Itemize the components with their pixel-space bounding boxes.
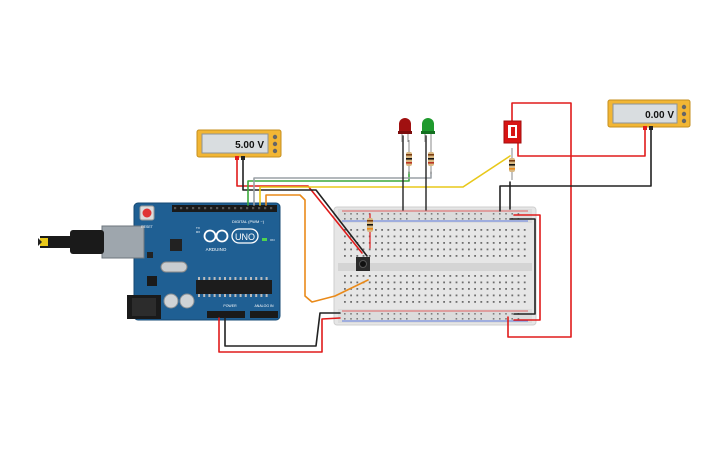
led-red[interactable] [398,118,412,142]
resistor-led-green[interactable] [428,140,434,174]
led-green[interactable] [421,118,435,142]
multimeter-2-reading: 0.00 V [645,110,674,121]
wire-black-gnd[interactable] [224,312,341,347]
wire-green-led[interactable] [247,171,410,206]
brand-text: ARDUINO [206,247,227,252]
power-label: POWER [223,304,237,308]
wire-black-rail[interactable] [509,218,536,315]
wire-red-rail[interactable] [513,214,541,321]
usb-cable-end [40,238,48,246]
resistor-led-red[interactable] [406,140,412,174]
multimeter-1-knob [272,134,278,140]
tx-label: TX [196,226,200,230]
usb-cable-plug [70,230,104,254]
multimeter-1-reading: 5.00 V [235,140,264,151]
digital-label: DIGITAL (PWM ~) [232,219,265,224]
wire-red-meter1[interactable] [236,156,363,254]
wire-red-meter2[interactable] [517,127,646,157]
slide-switch[interactable] [503,120,522,144]
resistors [367,140,515,232]
wire-black-meter1[interactable] [242,156,368,257]
usb-port [101,225,145,259]
logo-uno-text: UNO [235,232,255,242]
multimeter-2[interactable]: 0.00 V [607,99,691,130]
wires [218,102,652,353]
rx-label: RX [196,230,200,234]
multimeter-2-knob [681,104,687,110]
capacitor [179,293,195,309]
digital-header[interactable] [172,205,277,212]
wire-yellow-switch[interactable] [259,155,511,206]
resistor-switch[interactable] [509,148,515,180]
capacitor [163,293,179,309]
on-led [262,238,267,241]
arduino-uno-board[interactable]: UNO ARDUINO DIGITAL (PWM ~) POWER ANALOG… [38,202,281,321]
power-header[interactable] [207,311,245,318]
resistor-button[interactable] [367,218,373,232]
atmega-chip [196,280,272,294]
on-label: ON [270,238,275,242]
reset-button[interactable] [142,208,152,218]
breadboard[interactable] [333,206,537,326]
wire-grey-led[interactable] [253,171,432,206]
wire-black-meter2[interactable] [499,127,652,212]
push-button[interactable] [356,257,370,271]
reset-label: RESET [141,225,154,229]
wire-red-5v[interactable] [218,317,341,353]
analog-label: ANALOG IN [254,304,274,308]
multimeter-1[interactable]: 5.00 V [196,129,282,160]
wire-red-switch-loop[interactable] [507,102,572,338]
wire-orange-button[interactable] [265,194,369,303]
arduino-logo: UNO ARDUINO [203,228,259,252]
analog-header[interactable] [250,311,278,318]
